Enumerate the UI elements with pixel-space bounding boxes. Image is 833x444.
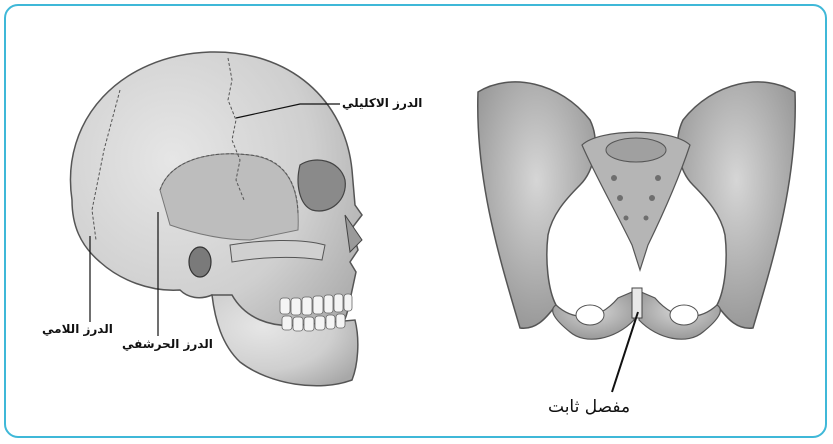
- skull-orbit: [298, 160, 345, 211]
- coronal-suture-label: الدرز الاكليلي: [342, 96, 422, 110]
- pelvis-left-obturator: [576, 305, 604, 325]
- skull-temporal-region: [160, 154, 298, 240]
- pelvis-illustration: [478, 82, 795, 392]
- pelvis-sacral-promontory: [606, 138, 666, 162]
- squamous-suture-label: الدرز الحرشفي: [122, 337, 213, 351]
- pelvis-left-ilium: [478, 82, 595, 328]
- pelvis-right-obturator: [670, 305, 698, 325]
- fixed-joint-label: مفصل ثابت: [548, 397, 630, 417]
- lambdoid-suture-label: الدرز اللامي: [42, 322, 113, 336]
- pelvis-right-ilium: [678, 82, 795, 328]
- skull-ear-canal: [189, 247, 211, 277]
- skull-illustration: [70, 52, 362, 386]
